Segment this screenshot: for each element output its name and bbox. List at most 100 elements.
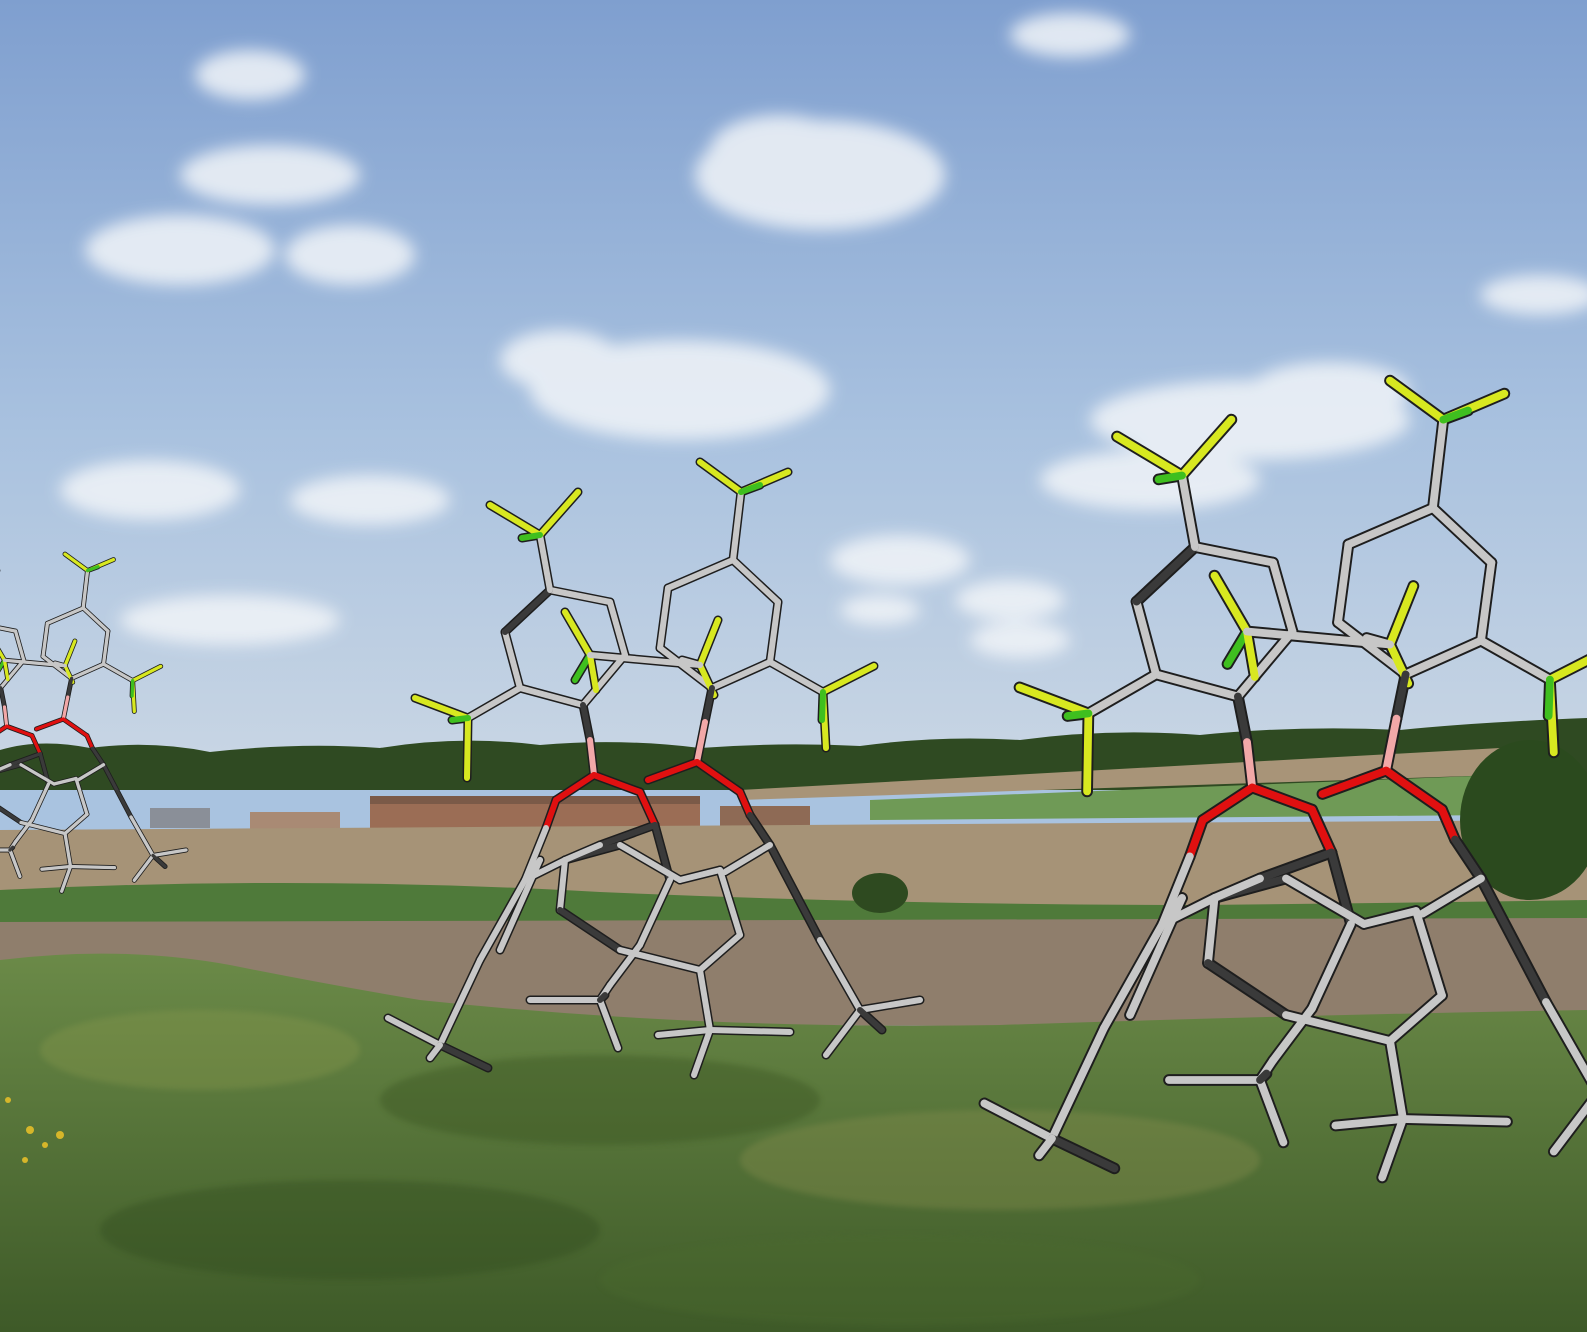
molecule-right-bond-3 [1152,670,1242,701]
molecule-center [383,457,925,1080]
clouds [60,13,1587,658]
molecule-center-bond-73 [817,937,863,1013]
molecule-right-bond-64 [1386,1037,1407,1123]
molecule-left-bond-41 [5,724,34,738]
molecule-center-bond-12 [464,715,471,781]
molecule-center-bond-69 [557,907,623,953]
molecule-left-bond-25 [131,664,163,683]
molecule-right-bond-75 [1549,1101,1587,1156]
molecule-right-bond-81 [1126,894,1186,1019]
molecule-right-bond-49 [980,1099,1056,1143]
molecule-center-bond-37 [702,685,715,725]
molecule-right-bond-66 [1399,1115,1511,1126]
molecule-center-bond-35 [580,702,593,743]
molecule-right-bond-53 [1308,920,1355,1013]
molecule-right-bond-45 [1438,805,1459,844]
molecule-center-bond-79 [597,822,658,848]
far-field-right [740,748,1500,800]
molecule-right-bond-43 [1318,766,1390,798]
molecule-center-bond-81 [497,857,543,953]
molecule-center-bond-44 [694,759,743,795]
molecule-right-bond-71 [1451,835,1485,883]
molecule-center-bond-1 [607,599,628,658]
molecule-right-bond-50 [1048,1134,1119,1173]
molecule-right-bond-2 [1233,627,1297,701]
molecule-left-bond-60 [19,763,56,786]
molecule-right-bond-18 [1334,540,1353,627]
molecule-left-bond-35 [0,686,7,709]
molecule-right-bond-9 [1154,471,1186,484]
molecule-center-bond-75 [823,1007,863,1058]
molecule-center-bond-14 [730,557,781,605]
molecule-center-bond-51 [427,1042,443,1061]
molecule-left-bond-53 [30,782,51,822]
molecule-right-bond-19 [1344,504,1437,549]
molecule-center-bond-65 [655,1027,713,1038]
molecule-left-bond-2 [0,658,26,690]
molecule-left-bond-29 [0,658,7,671]
molecule-left-bond-65 [40,864,73,871]
molecule-center-bond-72 [767,842,823,943]
molecule-center-bond-58 [597,992,608,1003]
molecule-center-bond-66 [707,1027,793,1035]
molecule-right-bond-11 [1015,683,1093,718]
molecule-left-bond-69 [0,806,23,825]
molecule-left-bond-61 [52,776,78,786]
molecule-center-bond-0 [547,587,613,605]
molecule-center-bond-47 [477,877,528,963]
molecule-right-bond-57 [1256,1076,1288,1147]
molecule-left-bond-24 [101,662,135,683]
molecule-center-bond-61 [677,867,723,883]
molecule-left-bond-74 [151,848,188,858]
molecule-center-bond-11 [412,695,471,721]
molecule-center-bond-7 [487,502,543,538]
molecule-right-bond-58 [1256,1069,1271,1084]
molecule-left-bond-58 [8,845,15,852]
molecule-right-bond-42 [1308,805,1336,857]
molecule-right-bond-70 [1282,1011,1394,1045]
molecule-right-bond-39 [1198,783,1257,824]
molecule-center-bond-57 [597,997,621,1051]
molecule-right-bond-51 [1035,1134,1056,1160]
molecule-left-bond-34 [2,658,67,668]
molecule-center-bond-36 [587,737,597,778]
molecule-center-bond-43 [645,759,700,783]
molecule-center-bond-19 [665,557,736,591]
molecule-right-bond-69 [1204,959,1290,1019]
molecule-center-bond-76 [857,1007,885,1033]
molecule-right-bond-30 [1243,627,1259,681]
molecule-center-bond-24 [767,659,826,695]
molecule-left-bond-76 [151,853,167,869]
wildflowers [5,1097,64,1163]
molecule-right-bond-67 [1378,1115,1407,1182]
molecule-left-bond-17 [41,654,74,681]
molecule-center-bond-13 [449,715,471,723]
molecule-left-bond-28 [0,649,7,662]
molecule-right-bond-13 [1063,709,1093,720]
molecule-left-bond-72 [101,763,133,819]
molecule-right-bond-41 [1248,783,1316,814]
molecule-left-bond-16 [69,662,106,681]
molecule-right-bond-25 [1545,656,1587,684]
molecule-center-bond-27 [819,689,826,723]
molecule-center-bond-2 [580,652,628,708]
molecule-right-bond-16 [1401,636,1485,679]
molecule-left-bond-15 [101,629,110,666]
molecule-left-bond-37 [66,676,74,699]
molecule-center-bond-29 [572,652,593,683]
molecule-left-bond-43 [34,717,66,731]
molecule-right-bond-8 [1178,415,1236,480]
molecule-right-bond-34 [1243,627,1394,649]
molecule-left-bond-44 [61,717,89,738]
molecule-left-bond-1 [13,629,26,662]
molecule-right-bond-20 [1428,415,1448,512]
molecule-center-bond-63 [697,932,743,973]
molecule-left-bond-66 [68,864,117,870]
molecule-right-bond-79 [1256,848,1336,883]
molecule-right-bond-40 [1185,816,1207,861]
molecule-right-bond-72 [1477,874,1550,1006]
molecule-left-bond-36 [2,705,9,728]
molecule-right-bond-0 [1191,543,1277,567]
molecule-center-bond-49 [385,1015,443,1048]
